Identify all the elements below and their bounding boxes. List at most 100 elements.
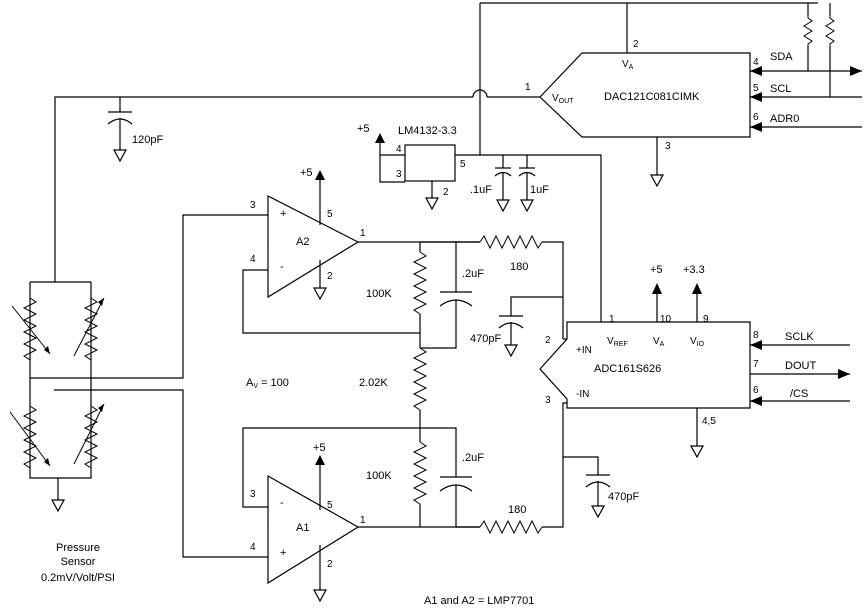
sensor-label-2: Sensor bbox=[61, 556, 96, 568]
adc-va-supply: +5 bbox=[650, 264, 663, 276]
r-gain-label: 2.02K bbox=[359, 377, 388, 389]
output-filter: 180 470pF 180 470pF bbox=[456, 234, 639, 535]
regulator: LM4132-3.3 +5 4 3 2 5 .1uF 1uF bbox=[357, 123, 602, 322]
regulator-pin-out: 5 bbox=[460, 159, 466, 170]
dac-sda-signal: SDA bbox=[770, 51, 793, 63]
r-top-series bbox=[479, 234, 543, 250]
c-reg2-label: 1uF bbox=[530, 184, 549, 196]
sensor-ground bbox=[50, 499, 66, 513]
r-bot-fb bbox=[412, 441, 428, 505]
r-gain bbox=[412, 347, 428, 411]
opamp-a1-pin-vminus: 2 bbox=[327, 559, 333, 570]
adc-va-label: VA bbox=[653, 336, 665, 348]
opamp-a2-supply: +5 bbox=[300, 167, 313, 179]
opamp-a2-pin-vplus: 5 bbox=[327, 209, 333, 220]
dac-chip: DAC121C081CIMK VOUT VA 1 2 3 4 5 6 SDA S… bbox=[525, 39, 799, 152]
dac-pin-vout: 1 bbox=[525, 82, 531, 93]
opamp-a2-pin-out: 1 bbox=[360, 228, 366, 239]
c-bot-fb-label: .2uF bbox=[462, 452, 484, 464]
r-bot-fb-label: 100K bbox=[366, 470, 392, 482]
adc-pin-vref: 1 bbox=[609, 314, 615, 325]
adc-pin-vio: 9 bbox=[703, 314, 709, 325]
r-bot-series bbox=[479, 519, 543, 535]
feedback-network: 100K 2.02K 100K .2uF .2uF AV = 100 bbox=[246, 241, 484, 527]
dac-body bbox=[539, 52, 751, 138]
opamp-a2-body bbox=[267, 195, 360, 299]
opamp-a2-pin-plus: 3 bbox=[250, 200, 256, 211]
sda-arrow-right bbox=[850, 66, 862, 76]
dac-pin-adr: 6 bbox=[753, 112, 759, 123]
c-bot-470-label: 470pF bbox=[608, 491, 639, 503]
regulator-supply: +5 bbox=[357, 123, 370, 135]
opamp-a1-pin-out: 1 bbox=[360, 515, 366, 526]
dac-va-label: VA bbox=[622, 59, 634, 71]
regulator-name: LM4132-3.3 bbox=[398, 125, 457, 137]
adr-arrow bbox=[750, 122, 762, 132]
adc-pin-cs: 6 bbox=[753, 385, 759, 396]
opamp-a1-plus: + bbox=[280, 547, 286, 559]
c-top-470-label: 470pF bbox=[470, 333, 501, 345]
opamp-a1-supply-arrow bbox=[315, 455, 325, 465]
adc-ground bbox=[689, 445, 705, 459]
dac-adr-signal: ADR0 bbox=[770, 113, 799, 125]
opamp-a1-pin-plus: 4 bbox=[250, 542, 256, 553]
opamp-a1-minus: - bbox=[280, 497, 284, 509]
caption: A1 and A2 = LMP7701 bbox=[424, 595, 534, 607]
adc-pin-sclk: 8 bbox=[753, 330, 759, 341]
regulator-pin-in: 4 bbox=[396, 144, 402, 155]
adc-chip: ADC161S626 +IN -IN VREF VA VIO 1 2 3 10 … bbox=[539, 264, 816, 427]
dac-pin-va: 2 bbox=[633, 39, 639, 50]
sensor-label-1: Pressure bbox=[56, 542, 100, 554]
adc-vio-supply: +3.3 bbox=[683, 264, 705, 276]
opamp-a1-name: A1 bbox=[296, 522, 309, 534]
dac-pin-gnd: 3 bbox=[665, 141, 671, 152]
opamp-a2-plus: + bbox=[280, 208, 286, 220]
adc-vref-label: VREF bbox=[607, 336, 628, 348]
r-top-fb-label: 100K bbox=[366, 288, 392, 300]
opamp-a1-pin-minus: 3 bbox=[250, 489, 256, 500]
scl-arrow bbox=[750, 92, 762, 102]
adc-pin-dout: 7 bbox=[753, 359, 759, 370]
dac-vout-label: VOUT bbox=[552, 93, 574, 105]
adc-pin-gnd: 4,5 bbox=[702, 416, 716, 427]
c120p-label: 120pF bbox=[132, 134, 163, 146]
adc-dout-signal: DOUT bbox=[785, 360, 816, 372]
opamp-a1: A1 - + 3 4 1 5 2 +5 bbox=[242, 427, 480, 603]
adc-name: ADC161S626 bbox=[594, 363, 661, 375]
adc-pin-va: 10 bbox=[660, 314, 672, 325]
adc-va-arrow bbox=[652, 283, 662, 294]
adc-pin-inn: 3 bbox=[545, 395, 551, 406]
scl-pullup-resistor bbox=[825, 16, 835, 46]
c-reg1-label: .1uF bbox=[470, 184, 492, 196]
regulator-pin-en: 3 bbox=[396, 169, 402, 180]
sda-pullup-resistor bbox=[803, 16, 813, 46]
opamp-a2-name: A2 bbox=[296, 236, 309, 248]
c-reg2-ground bbox=[519, 199, 535, 213]
cs-arrow bbox=[750, 396, 762, 406]
sclk-arrow bbox=[750, 340, 762, 350]
adc-cs-signal: /CS bbox=[790, 388, 808, 400]
opamp-a1-ground bbox=[312, 589, 328, 603]
sensor-label-3: 0.2mV/Volt/PSI bbox=[41, 572, 115, 584]
dac-pin-scl: 5 bbox=[753, 83, 759, 94]
opamp-a1-pin-vplus: 5 bbox=[327, 500, 333, 511]
dac-name: DAC121C081CIMK bbox=[604, 91, 700, 103]
c-top-fb-label: .2uF bbox=[462, 268, 484, 280]
adc-vio-arrow bbox=[692, 283, 702, 294]
regulator-body bbox=[404, 144, 456, 182]
pressure-sensor: Pressure Sensor 0.2mV/Volt/PSI bbox=[9, 214, 268, 584]
c-bot-470-ground bbox=[590, 505, 606, 519]
opamp-a2: A2 + - 3 4 1 5 2 +5 bbox=[242, 167, 480, 334]
adc-body bbox=[539, 321, 751, 409]
opamp-a2-ground bbox=[312, 287, 328, 301]
c120p-ground bbox=[112, 149, 128, 163]
c-top-470-ground bbox=[503, 344, 519, 358]
adc-inp: +IN bbox=[576, 345, 592, 356]
vout-wire: 120pF bbox=[54, 3, 540, 282]
opamp-a2-pin-minus: 4 bbox=[250, 254, 256, 265]
dac-wiring bbox=[480, 2, 862, 188]
regulator-pin-gnd: 2 bbox=[443, 187, 449, 198]
adc-vio-label: VIO bbox=[690, 336, 705, 348]
c-reg1-ground bbox=[495, 199, 511, 213]
